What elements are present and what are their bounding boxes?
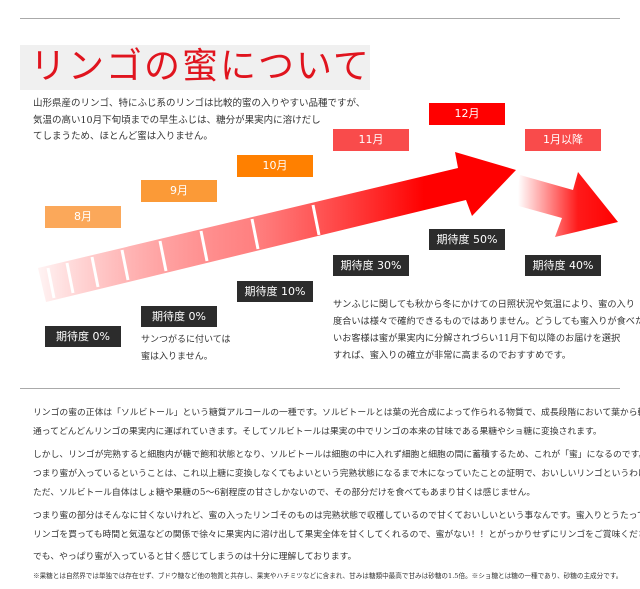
note-line: 蜜は入りません。 — [141, 352, 213, 362]
month-11: 11月 — [333, 129, 409, 151]
title-background — [20, 45, 370, 90]
expectation-11: 期待度 30% — [333, 255, 409, 276]
expectation-8: 期待度 0% — [45, 326, 121, 347]
month-12: 12月 — [429, 103, 505, 125]
expectation-12: 期待度 50% — [429, 229, 505, 250]
fading-arrow — [515, 172, 618, 237]
footnote: ※果糖とは自然界では単独では存在せず、ブドウ糖など他の物質と共存し、果実やハチミ… — [33, 572, 623, 580]
body-line: 通ってどんどんリンゴの果実内に運ばれていきます。そしてソルビトールは果実の中でリ… — [33, 427, 602, 437]
body-line: リンゴを買っても時間と気温などの関係で徐々に果実内に溶け出して果実全体を甘くして… — [33, 530, 640, 540]
intro-line: 気温の高い10月下旬頃までの早生ふじは、糖分が果実内に溶けだし — [33, 114, 321, 126]
page-title: リンゴの蜜について — [30, 46, 371, 87]
sun-tsugaru-note: サンつがるに付いては 蜜は入りません。 — [141, 332, 231, 366]
body-paragraph-2: しかし、リンゴが完熟すると細胞内が糖で飽和状態となり、ソルビトールは細胞の中に入… — [33, 446, 640, 503]
divider-middle — [20, 388, 620, 389]
expectation-10: 期待度 10% — [237, 281, 313, 302]
sun-fuji-note: サンふじに関しても秋から冬にかけての日照状況や気温により、蜜の入り 度合いは様々… — [333, 296, 640, 364]
intro-text: 山形県産のリンゴ、特にふじ系のリンゴは比較的蜜の入りやすい品種ですが、 気温の高… — [33, 96, 365, 146]
note-line: サンふじに関しても秋から冬にかけての日照状況や気温により、蜜の入り — [333, 299, 635, 310]
month-8: 8月 — [45, 206, 121, 228]
body-line: つまり蜜が入っているということは、これ以上糖に変換しなくてもよいという完熟状態に… — [33, 469, 640, 479]
note-line: 度合いは様々で確約できるものではありません。どうしても蜜入りが食べた — [333, 316, 640, 327]
note-line: いお客様は蜜が果実内に分解されづらい11月下旬以降のお届けを選択 — [333, 333, 621, 344]
intro-line: 山形県産のリンゴ、特にふじ系のリンゴは比較的蜜の入りやすい品種ですが、 — [33, 98, 366, 109]
month-10: 10月 — [237, 155, 313, 177]
divider-top — [20, 18, 620, 19]
expectation-9: 期待度 0% — [141, 306, 217, 327]
note-line: サンつがるに付いては — [141, 335, 231, 345]
note-line: すれば、蜜入りの確立が非常に高まるのでおすすめです。 — [333, 350, 571, 361]
ripeness-arrows — [38, 152, 618, 302]
intro-line: てしまうため、ほとんど蜜は入りません。 — [33, 131, 213, 142]
body-line: リンゴの蜜の正体は「ソルビトール」という糖質アルコールの一種です。ソルビトールと… — [33, 408, 640, 418]
body-line: つまり蜜の部分はそんなに甘くないけれど、蜜の入ったリンゴそのものは完熟状態で収穫… — [33, 511, 640, 521]
body-paragraph-4: でも、やっぱり蜜が入っていると甘く感じてしまうのは十分に理解しております。 — [33, 552, 357, 562]
expectation-jan-later: 期待度 40% — [525, 255, 601, 276]
body-paragraph-1: リンゴの蜜の正体は「ソルビトール」という糖質アルコールの一種です。ソルビトールと… — [33, 404, 640, 442]
body-line: ただ、ソルビトール自体はしょ糖や果糖の5～6割程度の甘さしかないので、その部分だ… — [33, 488, 536, 498]
month-9: 9月 — [141, 180, 217, 202]
body-paragraph-3: つまり蜜の部分はそんなに甘くないけれど、蜜の入ったリンゴそのものは完熟状態で収穫… — [33, 507, 640, 545]
body-line: しかし、リンゴが完熟すると細胞内が糖で飽和状態となり、ソルビトールは細胞の中に入… — [33, 450, 640, 460]
main-arrow — [38, 152, 516, 302]
arrow-stripes — [46, 204, 321, 299]
month-jan-later: 1月以降 — [525, 129, 601, 151]
